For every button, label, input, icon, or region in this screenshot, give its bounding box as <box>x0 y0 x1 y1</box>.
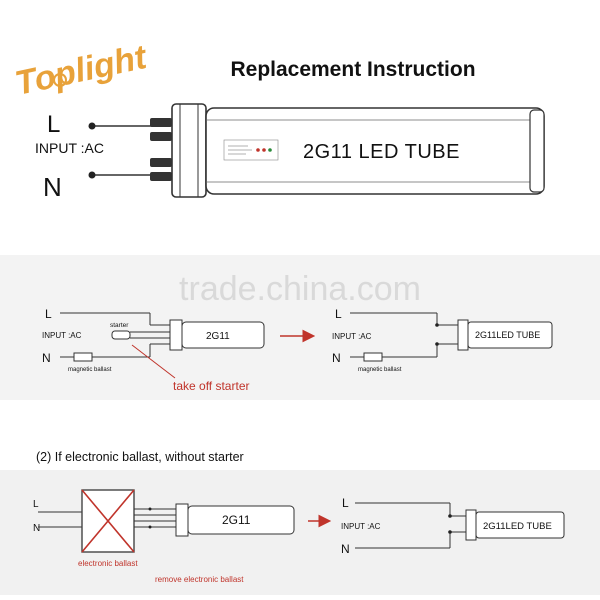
s2-heading: (2) If electronic ballast, without start… <box>36 450 244 464</box>
section1-before: L INPUT :AC N starter magnetic ballast 2… <box>42 307 265 393</box>
s1a-label-n: N <box>332 351 341 365</box>
s1a-ballast-label: magnetic ballast <box>358 367 402 373</box>
s1-take-off-label: take off starter <box>173 379 249 393</box>
s1-label-l: L <box>45 307 52 321</box>
hero-label-n: N <box>43 172 62 202</box>
s1-label-n: N <box>42 351 51 365</box>
tube-spec-label <box>223 139 279 161</box>
hero-label-input: INPUT :AC <box>35 140 104 156</box>
logo-text: Toplight <box>12 38 151 103</box>
s1a-label-l: L <box>335 307 342 321</box>
s2-remove-label: remove electronic ballast <box>155 575 244 584</box>
hero-diagram: L INPUT :AC N 2G11 LED TUBE <box>35 103 545 202</box>
s1-starter-label: starter <box>110 322 129 329</box>
s1-label-input: INPUT :AC <box>42 331 82 340</box>
s1a-tube-text: 2G11LED TUBE <box>475 330 540 340</box>
watermark-text: trade.china.com <box>179 270 421 308</box>
logo: Toplight <box>12 38 151 103</box>
section2-after: L INPUT :AC N 2G11LED TUBE <box>341 496 565 556</box>
logo-sun-icon <box>53 73 67 87</box>
s2-label-l-cut: L <box>33 499 39 510</box>
s2-tube-text: 2G11 <box>222 513 251 527</box>
s2-label-n-cut: N <box>33 523 40 534</box>
section2-before: L N electronic ballast 2G11 remove elect… <box>33 489 295 584</box>
s1-ballast-label: magnetic ballast <box>68 367 112 373</box>
page-title: Replacement Instruction <box>230 58 475 81</box>
s1-tube-text: 2G11 <box>206 331 230 342</box>
s2a-label-l: L <box>342 496 349 510</box>
hero-tube-text: 2G11 LED TUBE <box>303 141 460 163</box>
s2-ballast-label: electronic ballast <box>78 559 138 568</box>
s2a-tube-text: 2G11LED TUBE <box>483 521 552 532</box>
s1a-label-input: INPUT :AC <box>332 332 372 341</box>
hero-label-l: L <box>47 111 60 138</box>
s2a-label-input: INPUT :AC <box>341 522 381 531</box>
section1-after: L INPUT :AC N magnetic ballast 2G11LED T… <box>332 307 553 373</box>
s2a-label-n: N <box>341 542 350 556</box>
